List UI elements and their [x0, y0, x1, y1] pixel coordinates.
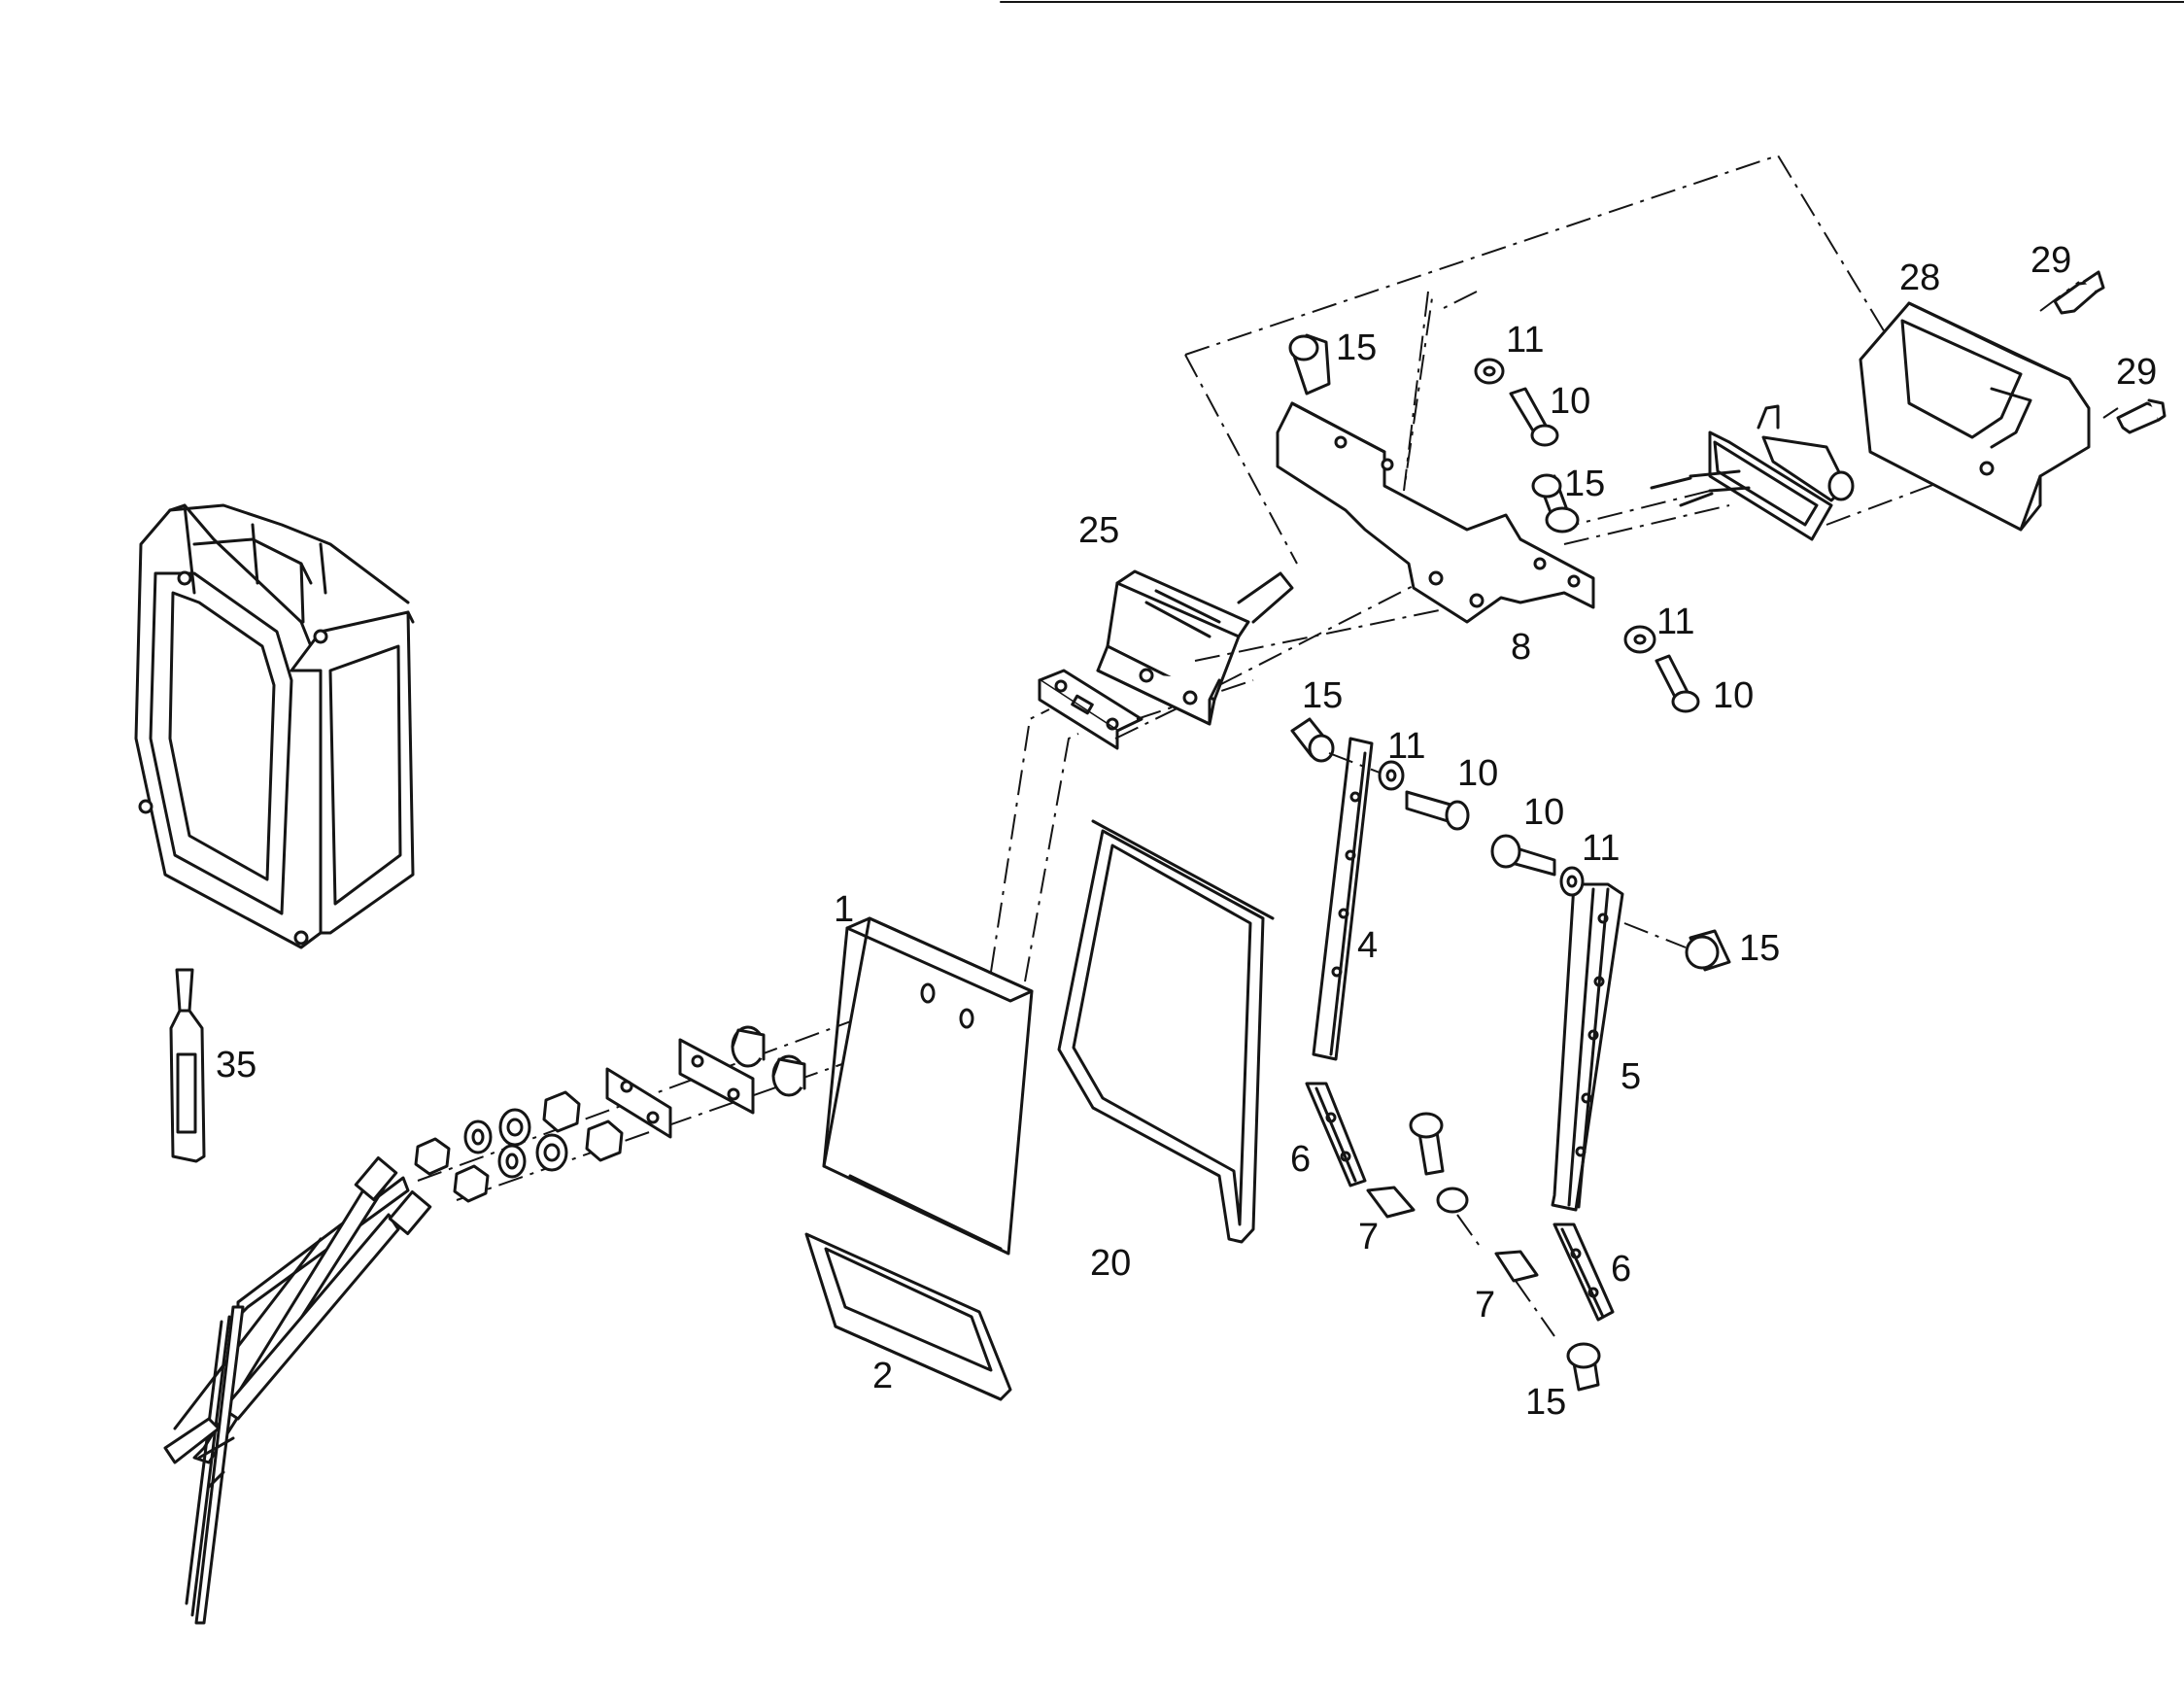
wiper-motor: [1650, 404, 1855, 541]
part-7-tab-left: [1366, 1186, 1416, 1219]
label-part-7a: 7: [1358, 1217, 1379, 1257]
label-part-15b: 15: [1564, 464, 1605, 504]
cab-frame: [134, 503, 415, 949]
mounting-hardware-stack: [414, 990, 973, 1203]
label-part-20: 20: [1090, 1243, 1131, 1284]
label-part-4: 4: [1357, 925, 1378, 966]
part-8-support: [1276, 401, 1595, 624]
part-number-labels: 1 2 4 5 6 6 7 7 8 10 10 10 10 11 11 11 1…: [216, 240, 2157, 1423]
part-6-clip-left: [1305, 1082, 1367, 1188]
label-part-1: 1: [834, 889, 854, 930]
label-part-35: 35: [216, 1045, 256, 1085]
linkage-lines: [990, 669, 1254, 982]
wiper-arm: [173, 1155, 432, 1464]
part-4-rail: [1312, 737, 1374, 1061]
fasteners: [1288, 333, 1731, 1392]
label-part-6b: 6: [1611, 1249, 1631, 1290]
part-2-cover: [804, 1232, 1012, 1401]
label-part-10c: 10: [1457, 753, 1498, 794]
label-part-28: 28: [1899, 258, 1940, 298]
part-5-rail: [1551, 882, 1624, 1212]
label-part-15e: 15: [1525, 1382, 1566, 1423]
part-28-housing: [1859, 301, 2091, 532]
part-1-plate: [822, 916, 1034, 1256]
label-part-10b: 10: [1713, 675, 1754, 716]
label-part-11a: 11: [1506, 320, 1544, 361]
label-part-11c: 11: [1387, 726, 1425, 767]
part-6-clip-right: [1553, 1222, 1615, 1322]
sealant-tube: [169, 968, 206, 1163]
label-part-15c: 15: [1302, 675, 1343, 716]
label-part-2: 2: [872, 1356, 893, 1396]
label-part-15a: 15: [1336, 327, 1377, 368]
part-7-tab-right: [1494, 1250, 1539, 1283]
label-part-11d: 11: [1582, 828, 1620, 869]
part-25-bracket: [1096, 569, 1294, 726]
label-part-15d: 15: [1739, 928, 1780, 969]
label-part-29a: 29: [2030, 240, 2071, 281]
wiper-blade: [163, 1305, 245, 1625]
label-part-10d: 10: [1523, 792, 1564, 833]
label-part-5: 5: [1621, 1056, 1641, 1097]
screws-29: [2053, 270, 2167, 434]
label-part-29b: 29: [2116, 352, 2157, 393]
part-20-gasket: [1057, 819, 1275, 1244]
label-part-8: 8: [1511, 627, 1531, 668]
label-part-25: 25: [1078, 510, 1119, 551]
label-part-6a: 6: [1290, 1139, 1311, 1180]
label-part-10a: 10: [1550, 381, 1590, 422]
label-part-7b: 7: [1475, 1285, 1495, 1326]
label-part-11b: 11: [1656, 602, 1694, 642]
